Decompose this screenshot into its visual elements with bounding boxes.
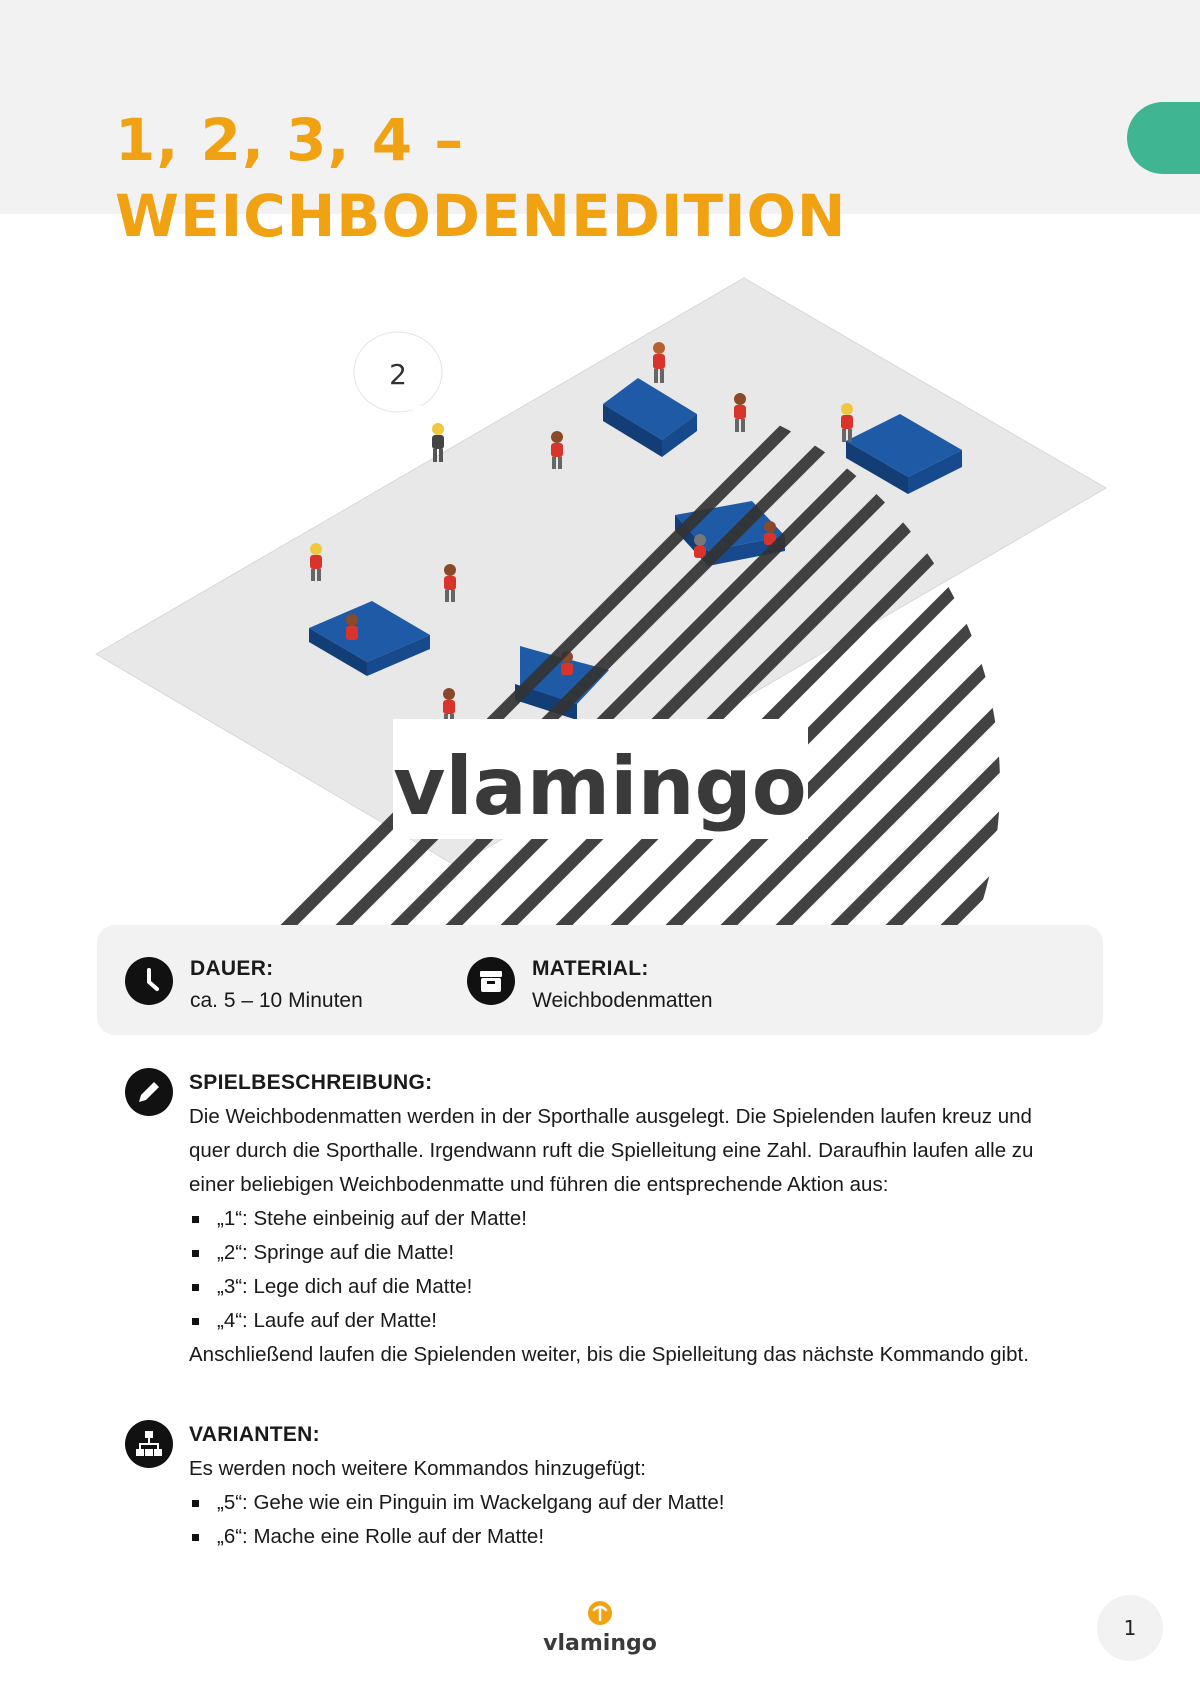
player-figure: [346, 614, 358, 640]
info-box: DAUER: ca. 5 – 10 Minuten MATERIAL: Weic…: [97, 925, 1103, 1035]
gym-illustration: 2 vlamingo: [95, 277, 1107, 974]
page-title: 1, 2, 3, 4 – WEICHBODENEDITION: [115, 106, 847, 250]
duration-value: ca. 5 – 10 Minuten: [190, 989, 363, 1012]
description-list: „1“: Stehe einbeinig auf der Matte! „2“:…: [189, 1202, 1059, 1338]
list-item: „4“: Laufe auf der Matte!: [189, 1304, 1059, 1338]
list-item: „5“: Gehe wie ein Pinguin im Wackelgang …: [189, 1486, 1059, 1520]
description-outro: Anschließend laufen die Spielenden weite…: [189, 1343, 1029, 1366]
watermark-text: vlamingo: [393, 740, 807, 833]
list-item: „6“: Mache eine Rolle auf der Matte!: [189, 1520, 1059, 1554]
variants-intro: Es werden noch weitere Kommandos hinzuge…: [189, 1457, 646, 1480]
material-value: Weichbodenmatten: [532, 989, 713, 1012]
list-item: „2“: Springe auf die Matte!: [189, 1236, 1059, 1270]
page-number: 1: [1097, 1595, 1163, 1661]
sitemap-icon: [125, 1420, 173, 1468]
box-icon: [467, 957, 515, 1005]
variants-heading: VARIANTEN:: [189, 1423, 320, 1446]
player-figure: [653, 342, 665, 383]
player-figure: [734, 393, 746, 432]
player-figure: [444, 564, 456, 602]
mat: [603, 378, 697, 457]
player-figure: [551, 431, 563, 469]
list-item: „1“: Stehe einbeinig auf der Matte!: [189, 1202, 1059, 1236]
player-figure: [694, 534, 706, 558]
speech-bubble-text: 2: [389, 358, 407, 391]
section-tab: [1127, 102, 1200, 174]
mat: [846, 414, 962, 494]
material-label: MATERIAL:: [532, 957, 649, 980]
footer-logo-text: vlamingo: [543, 1631, 657, 1656]
page-header: 1, 2, 3, 4 – WEICHBODENEDITION: [0, 0, 1200, 250]
player-figure: [841, 403, 853, 442]
footer-logo: vlamingo: [543, 1601, 657, 1656]
player-figure: [310, 543, 322, 581]
description-intro: Die Weichbodenmatten werden in der Sport…: [189, 1105, 1034, 1196]
duration-label: DAUER:: [190, 957, 274, 980]
variants-list: „5“: Gehe wie ein Pinguin im Wackelgang …: [189, 1486, 1059, 1554]
speech-bubble: 2: [353, 331, 443, 420]
watermark-panel: [393, 719, 808, 839]
player-figure: [432, 423, 444, 462]
description-heading: SPIELBESCHREIBUNG:: [189, 1071, 433, 1094]
player-figure: [764, 521, 776, 545]
clock-icon: [125, 957, 173, 1005]
mat: [309, 601, 430, 676]
list-item: „3“: Lege dich auf die Matte!: [189, 1270, 1059, 1304]
pencil-icon: [125, 1068, 173, 1116]
gym-floor: [95, 277, 1107, 867]
